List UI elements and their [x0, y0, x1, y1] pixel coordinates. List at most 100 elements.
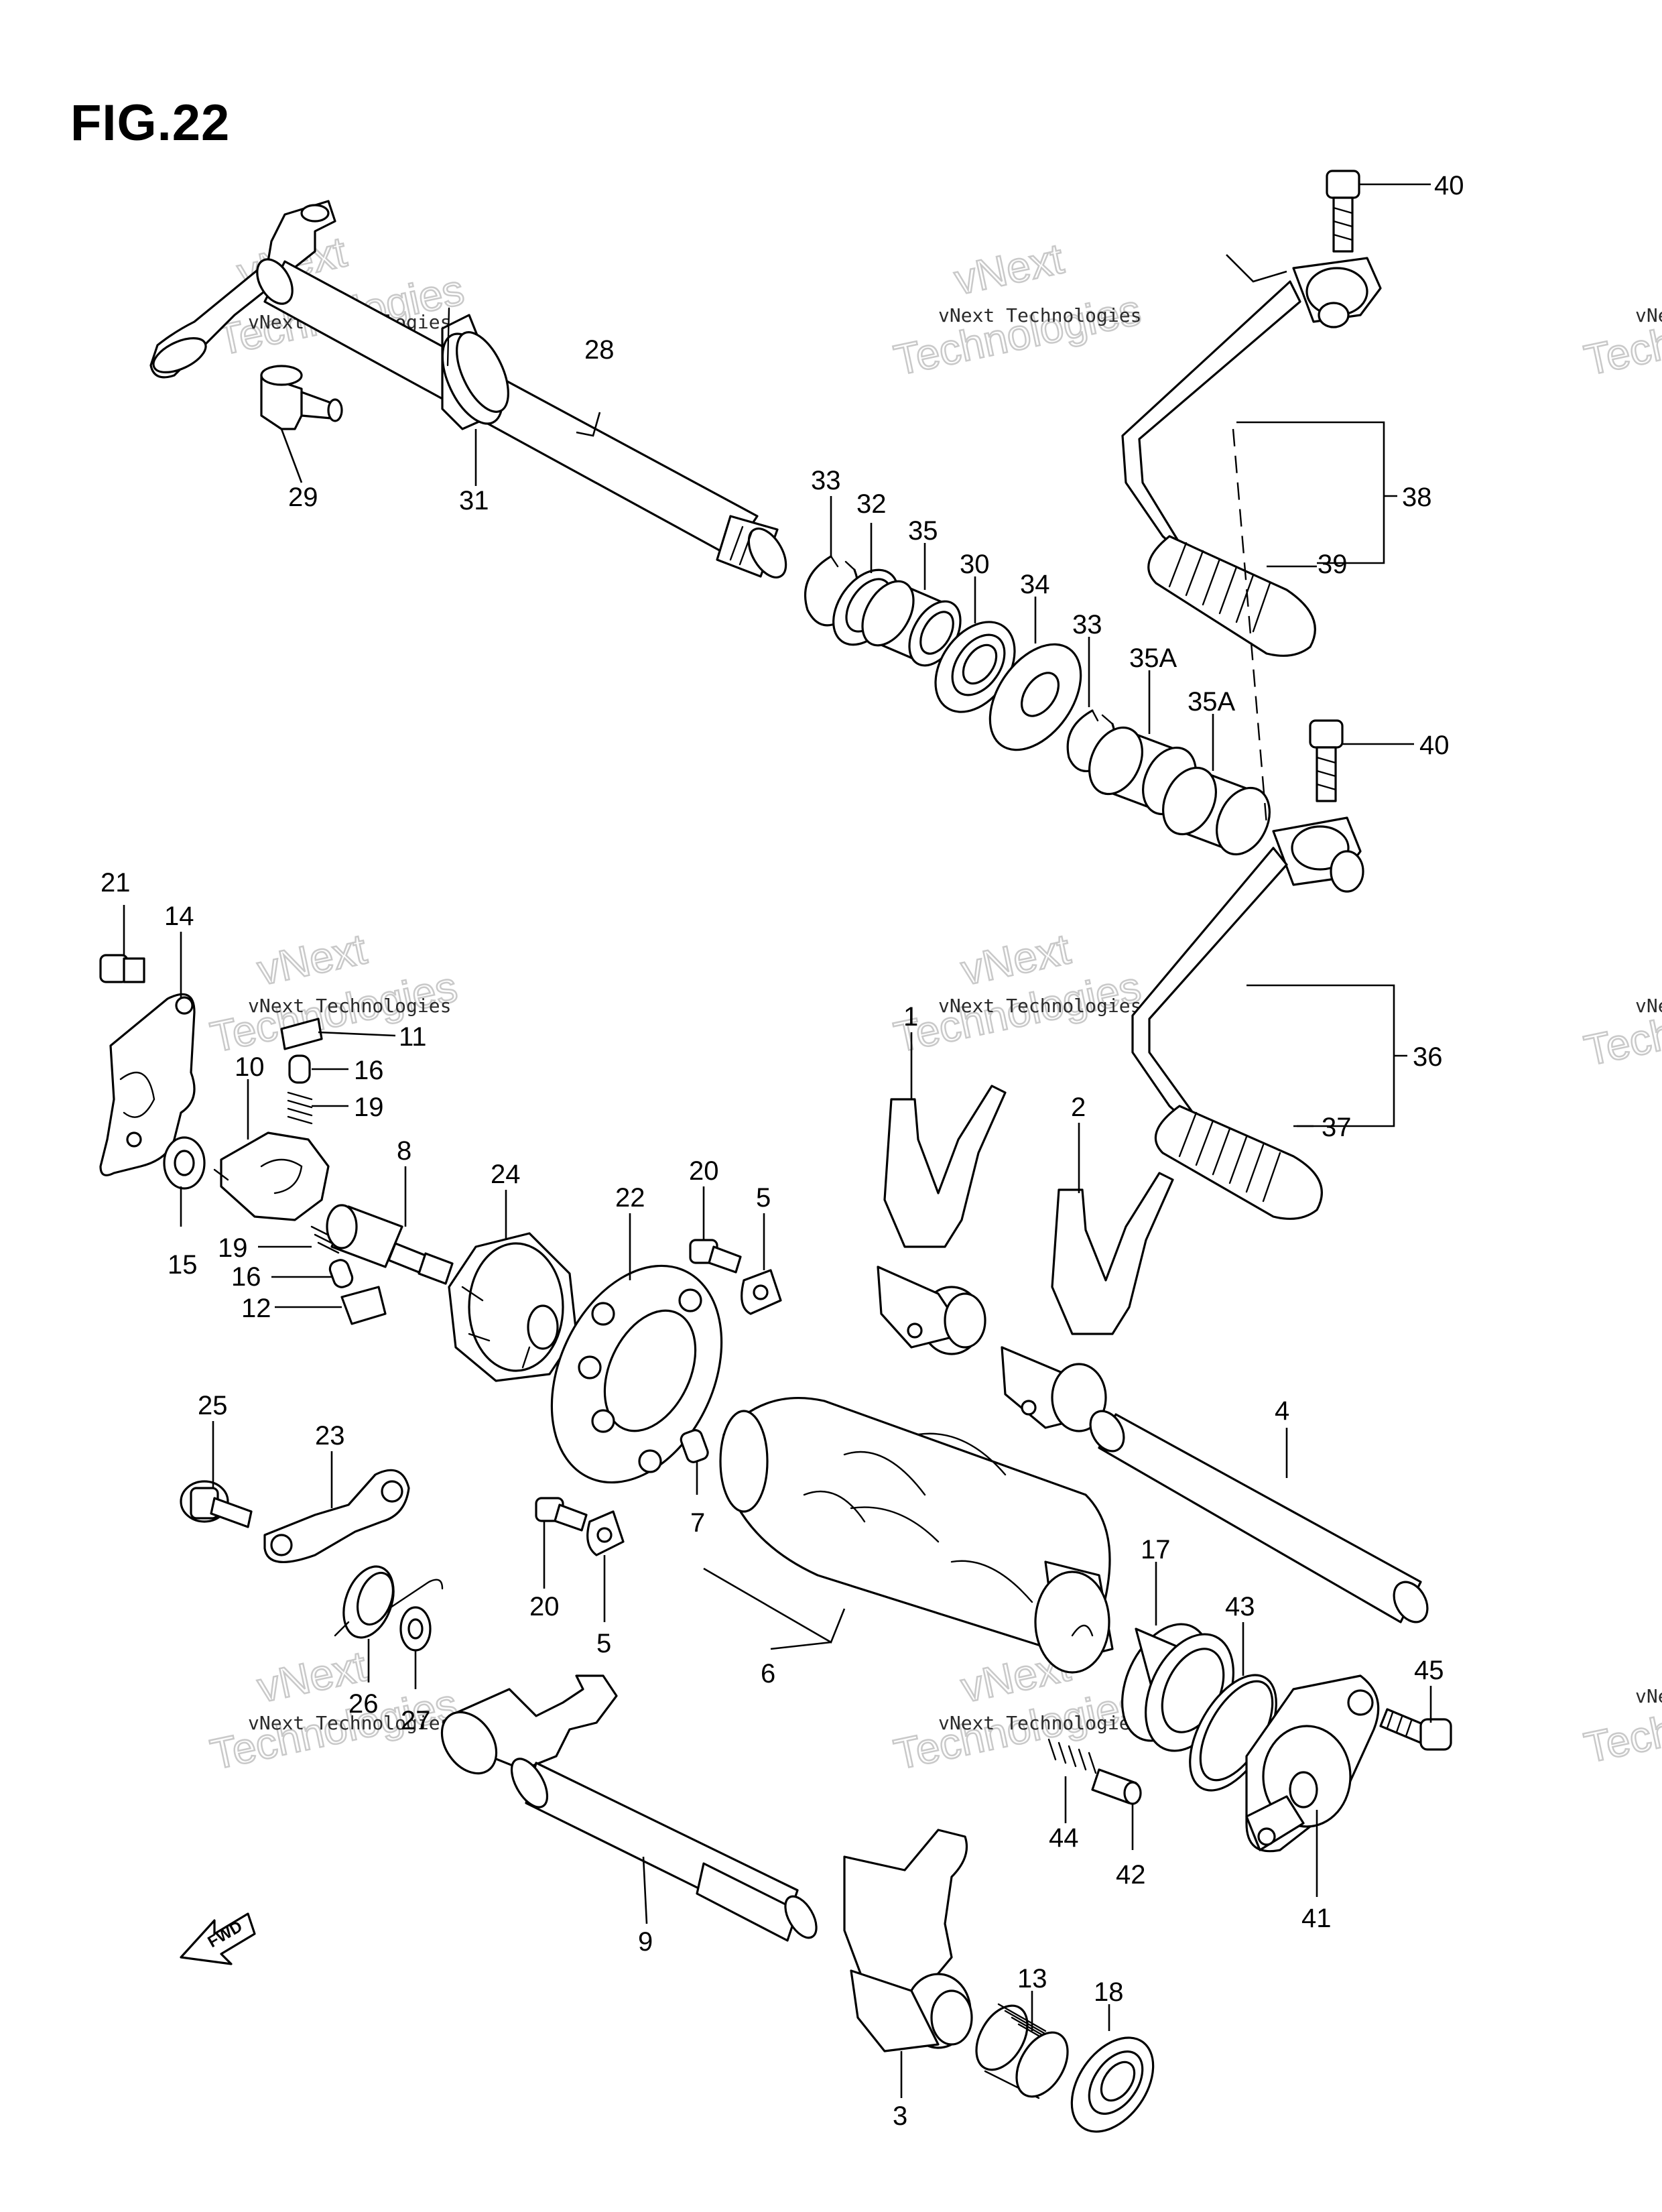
- part-3-shift-fork: [843, 1829, 973, 2052]
- leader-line: [1226, 254, 1287, 283]
- callout-44: 44: [1049, 1823, 1079, 1853]
- part-31-return-spring: [441, 307, 509, 430]
- part-42-pin: [1091, 1768, 1142, 1805]
- callout-38: 38: [1402, 483, 1432, 512]
- callout-30: 30: [960, 550, 990, 579]
- callout-16: 16: [231, 1262, 261, 1292]
- callout-25: 25: [198, 1391, 228, 1420]
- part-14-stopper-plate: [99, 993, 196, 1176]
- callout-39: 39: [1318, 550, 1348, 579]
- watermark-big: Technologies: [1580, 976, 1662, 1075]
- callout-29: 29: [288, 483, 318, 512]
- callout-12: 12: [241, 1294, 271, 1323]
- part-6-shift-drum: [719, 1396, 1114, 1674]
- part-45-bolt: [1379, 1708, 1452, 1751]
- watermark-big: vNext: [950, 234, 1068, 304]
- fwd-arrow-icon: FWD: [180, 1912, 256, 1965]
- part-24-shift-cam: [448, 1232, 578, 1382]
- callout-22: 22: [615, 1183, 645, 1213]
- watermark-small: vNext Technologies: [1635, 304, 1662, 326]
- watermark-small: vNext Technologies: [248, 1712, 451, 1734]
- callout-labels: 40 28 29 31 33 3 2 35 30 34 33 35A 35A 38…: [101, 171, 1464, 2131]
- alignment-line: [1232, 428, 1268, 825]
- part-16-pin: [328, 1259, 354, 1288]
- figure-title: FIG.22: [70, 95, 231, 151]
- watermark-small: vNext Technologies: [1635, 1685, 1662, 1707]
- part-22-bearing: [550, 1264, 723, 1484]
- callout-35: 35: [908, 516, 938, 546]
- part-37-grip: [1155, 1105, 1323, 1220]
- part-23-cam-stopper-arm: [263, 1469, 410, 1563]
- callout-8: 8: [397, 1136, 411, 1166]
- callout-14: 14: [164, 902, 194, 931]
- callout-4: 4: [1275, 1396, 1289, 1426]
- leader-lines: [123, 183, 1432, 2098]
- watermark-small: vNext Technologies: [248, 995, 451, 1017]
- callout-13: 13: [1017, 1964, 1047, 1993]
- part-35-bearing: [861, 580, 962, 667]
- part-10-shift-cam: [213, 1131, 330, 1221]
- part-5-plate: [741, 1269, 782, 1315]
- callout-11: 11: [399, 1022, 427, 1052]
- part-40-bolt: [1309, 719, 1344, 802]
- callout-1: 1: [903, 1002, 918, 1032]
- callout-28: 28: [584, 335, 615, 365]
- callout-45: 45: [1414, 1656, 1444, 1685]
- callout-35a: 35A: [1129, 643, 1177, 673]
- part-28-gearshift-shaft: [149, 200, 787, 578]
- part-19-spring: [287, 1091, 313, 1125]
- leader-line: [703, 1567, 846, 1650]
- callout-19: 19: [354, 1093, 384, 1122]
- watermark-small: vNext Technologies: [1635, 995, 1662, 1017]
- watermark-small: vNext Technologies: [938, 1712, 1141, 1734]
- callout-27: 27: [401, 1706, 431, 1735]
- callout-36: 36: [1413, 1042, 1443, 1072]
- callout-10: 10: [235, 1052, 265, 1082]
- callout-23: 23: [315, 1421, 345, 1451]
- callout-31: 31: [459, 486, 489, 515]
- callout-37: 37: [1322, 1113, 1352, 1142]
- callout-21: 21: [101, 868, 131, 898]
- callout-16: 16: [354, 1056, 384, 1085]
- part-30-oil-seal: [934, 621, 1016, 713]
- callout-6: 6: [761, 1659, 775, 1688]
- part-5-plate: [586, 1510, 625, 1556]
- part-1-shift-fork: [877, 1085, 1007, 1355]
- watermark-big: Technologies: [1580, 286, 1662, 385]
- callout-40: 40: [1434, 171, 1464, 200]
- callout-33: 33: [1072, 610, 1102, 639]
- part-38-gearshift-lever: [1121, 257, 1382, 564]
- part-18-oil-seal: [1070, 2036, 1155, 2133]
- callout-43: 43: [1225, 1592, 1255, 1621]
- callout-35a: 35A: [1188, 687, 1235, 717]
- part-9-gearshift-shaft: [440, 1674, 818, 1942]
- part-29-pin: [260, 365, 343, 430]
- part-26-spring: [334, 1565, 444, 1639]
- callout-2: 2: [1071, 1093, 1086, 1122]
- callout-26: 26: [348, 1689, 379, 1719]
- callout-15: 15: [168, 1250, 198, 1280]
- part-27-washer: [399, 1606, 432, 1652]
- callout-40: 40: [1419, 731, 1450, 760]
- callout-17: 17: [1141, 1535, 1171, 1564]
- callout-18: 18: [1094, 1977, 1124, 2007]
- callout-41: 41: [1301, 1904, 1332, 1933]
- callout-33: 33: [811, 466, 841, 495]
- part-11-pawl: [280, 1018, 323, 1050]
- watermark-small: vNext Technologies: [938, 995, 1141, 1017]
- callout-42: 42: [1116, 1860, 1146, 1890]
- part-40-bolt: [1326, 170, 1360, 253]
- callout-34: 34: [1020, 570, 1050, 599]
- watermark-big: Technologies: [890, 286, 1145, 385]
- part-4-fork-shaft: [1089, 1410, 1429, 1623]
- callout-3: 3: [893, 2101, 907, 2131]
- callout-20: 20: [689, 1156, 719, 1186]
- part-8-pin: [326, 1204, 454, 1285]
- part-7-pin: [680, 1429, 709, 1463]
- watermark-small: vNext Technologies: [938, 304, 1141, 326]
- part-20-screw: [689, 1239, 742, 1274]
- part-36-gearshift-lever: [1131, 816, 1364, 1134]
- part-2-shift-fork: [1001, 1172, 1174, 1432]
- part-44-spring: [1047, 1738, 1097, 1774]
